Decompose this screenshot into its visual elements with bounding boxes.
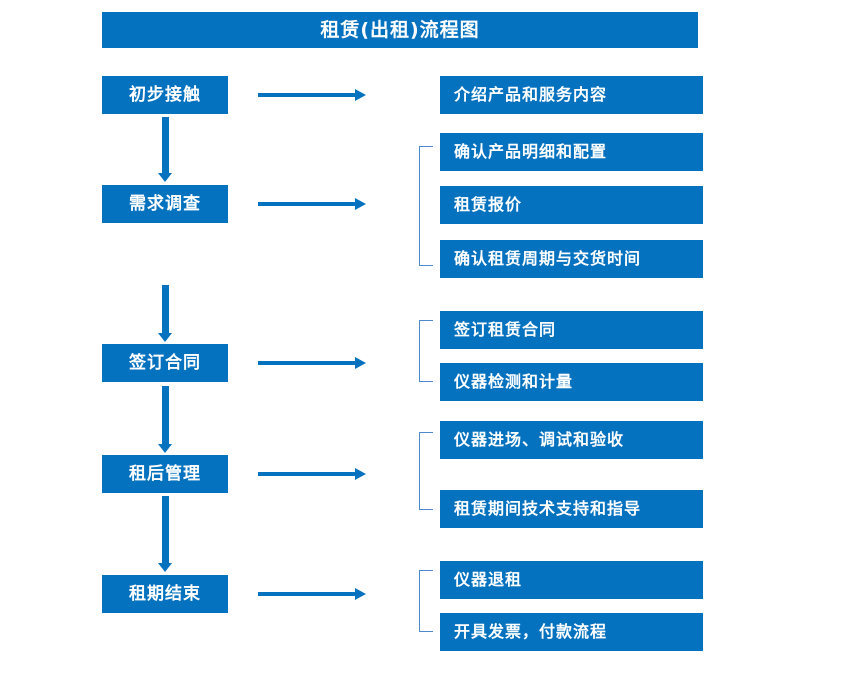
arrow-shaft [162, 496, 169, 563]
arrow-shaft [162, 386, 169, 444]
stage-node-4[interactable]: 租后管理 [102, 455, 228, 493]
arrow-head-right-icon [355, 468, 366, 480]
detail-node-9[interactable]: 仪器退租 [440, 561, 703, 599]
detail-node-5[interactable]: 签订租赁合同 [440, 311, 703, 349]
detail-node-8[interactable]: 租赁期间技术支持和指导 [440, 490, 703, 528]
horizontal-arrow-5 [258, 588, 366, 600]
vertical-arrow-1 [158, 117, 172, 183]
detail-node-1[interactable]: 介绍产品和服务内容 [440, 76, 703, 114]
arrow-shaft [258, 93, 356, 97]
detail-node-4[interactable]: 确认租赁周期与交货时间 [440, 240, 703, 278]
arrow-shaft [258, 592, 356, 596]
vertical-arrow-3 [158, 386, 172, 454]
stage-node-1[interactable]: 初步接触 [102, 76, 228, 114]
horizontal-arrow-1 [258, 89, 366, 101]
arrow-head-down-icon [158, 444, 172, 453]
arrow-shaft [258, 361, 356, 365]
detail-node-10[interactable]: 开具发票，付款流程 [440, 613, 703, 651]
arrow-head-right-icon [355, 198, 366, 210]
detail-node-2[interactable]: 确认产品明细和配置 [440, 133, 703, 171]
group-bracket-3 [419, 320, 433, 382]
detail-node-3[interactable]: 租赁报价 [440, 186, 703, 224]
detail-node-6[interactable]: 仪器检测和计量 [440, 363, 703, 401]
stage-node-3[interactable]: 签订合同 [102, 344, 228, 382]
horizontal-arrow-4 [258, 468, 366, 480]
arrow-head-down-icon [158, 563, 172, 572]
arrow-shaft [258, 202, 356, 206]
group-bracket-2 [419, 146, 433, 266]
arrow-head-right-icon [355, 357, 366, 369]
horizontal-arrow-2 [258, 198, 366, 210]
arrow-head-right-icon [355, 89, 366, 101]
vertical-arrow-2 [158, 285, 172, 343]
stage-node-5[interactable]: 租期结束 [102, 575, 228, 613]
arrow-shaft [162, 117, 169, 173]
arrow-shaft [162, 285, 169, 333]
arrow-shaft [258, 472, 356, 476]
arrow-head-right-icon [355, 588, 366, 600]
detail-node-7[interactable]: 仪器进场、调试和验收 [440, 421, 703, 459]
stage-node-2[interactable]: 需求调查 [102, 185, 228, 223]
horizontal-arrow-3 [258, 357, 366, 369]
arrow-head-down-icon [158, 333, 172, 342]
arrow-head-down-icon [158, 173, 172, 182]
vertical-arrow-4 [158, 496, 172, 573]
page-title: 租赁(出租)流程图 [102, 12, 698, 48]
group-bracket-5 [419, 570, 433, 632]
group-bracket-4 [419, 432, 433, 510]
